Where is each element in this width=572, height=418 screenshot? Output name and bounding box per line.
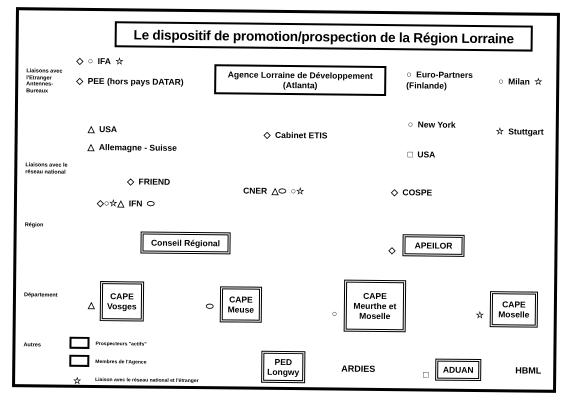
ellipse-icon: ⬭ — [278, 185, 287, 197]
square-icon: □ — [423, 369, 429, 380]
diamond-icon: ◇ — [263, 129, 271, 140]
legend-box-actifs — [69, 336, 90, 349]
ellipse-icon: ⬭ — [205, 301, 214, 312]
node-conseil-regional: Conseil Régional — [140, 231, 231, 255]
diamond-icon: ◇ — [76, 75, 84, 86]
row-label-region: Région — [24, 222, 44, 229]
node-agence-box: Agence Lorraine de Développement (Atlant… — [214, 64, 387, 97]
triangle-icon: △ — [117, 198, 125, 209]
diagram-frame: Le dispositif de promotion/prospection d… — [12, 7, 560, 393]
node-hbml: HBML — [515, 365, 542, 376]
title-text: Le dispositif de promotion/prospection d… — [133, 26, 514, 46]
row-label-autres: Autres — [23, 342, 41, 349]
node-milan: ○ Milan ☆ — [498, 76, 543, 87]
diamond-icon: ◇ — [76, 55, 84, 66]
node-stuttgart: ☆ Stuttgart — [495, 126, 544, 137]
diamond-icon: ◇ — [388, 245, 396, 256]
node-ifa: ◇ ○ IFA ☆ — [76, 55, 124, 67]
circle-icon: ○ — [87, 55, 94, 66]
node-cospe: ◇ COSPE — [391, 187, 433, 198]
node-cape-mm: CAPE Meurthe et Moselle — [343, 279, 407, 333]
star-icon: ☆ — [495, 126, 504, 137]
ellipse-icon: ⬭ — [146, 198, 155, 209]
node-allemagne: △ Allemagne - Suisse — [87, 141, 177, 153]
node-cape-meuse: CAPE Meuse — [219, 286, 263, 323]
node-ped-longwy: PED Longwy — [261, 350, 306, 384]
circle-icon: ○ — [407, 119, 414, 130]
row-label-etranger: Liaisons avec l'Etranger Antennes-Bureau… — [26, 68, 63, 95]
legend-label-actifs: Prospecteurs "actifs" — [95, 341, 147, 348]
node-usa-1: △ USA — [87, 123, 118, 135]
star-icon: ☆ — [296, 186, 305, 197]
node-cner: CNER △⬭ ○☆ — [243, 185, 305, 197]
node-usa-2: □ USA — [407, 149, 436, 160]
circle-icon: ○ — [498, 76, 504, 87]
node-cape-moselle: CAPE Moselle — [489, 291, 539, 328]
triangle-icon: △ — [87, 299, 95, 311]
star-icon: ☆ — [73, 375, 82, 386]
row-label-departement: Département — [23, 292, 58, 299]
node-cape-vosges: CAPE Vosges — [99, 281, 145, 322]
star-icon: ☆ — [115, 56, 124, 67]
node-cabinet-etis: ◇ Cabinet ETIS — [263, 129, 328, 141]
node-new-york: ○ New York — [407, 119, 456, 130]
diamond-icon: ◇ — [391, 187, 399, 198]
square-icon: □ — [407, 149, 413, 160]
node-apeilor: APEILOR — [402, 234, 465, 257]
legend-label-liaison: Liaison avec le réseau national et l'étr… — [95, 377, 199, 385]
node-pee: ◇ PEE (hors pays DATAR) — [76, 75, 184, 87]
star-icon: ☆ — [534, 76, 543, 87]
triangle-icon: △ — [87, 141, 95, 152]
node-ardies: ARDIES — [341, 363, 376, 374]
triangle-icon: △ — [87, 123, 95, 134]
node-aduan: ADUAN — [435, 358, 482, 382]
node-ifn: ◇○☆△ IFN ⬭ — [96, 198, 155, 209]
node-friend: ◇ FRIEND — [127, 176, 171, 187]
row-label-national: Liaisons avec le réseau national — [25, 162, 68, 176]
diagram-title: Le dispositif de promotion/prospection d… — [114, 21, 533, 52]
legend-label-agence: Membres de l'Agence — [95, 359, 147, 366]
circle-icon: ○ — [331, 308, 338, 319]
node-euro-partners: ○ Euro-Partners (Finlande) — [406, 69, 473, 91]
legend-box-agence — [69, 354, 90, 367]
diamond-icon: ◇ — [127, 176, 135, 187]
circle-icon: ○ — [406, 69, 412, 80]
star-icon: ☆ — [475, 309, 484, 321]
